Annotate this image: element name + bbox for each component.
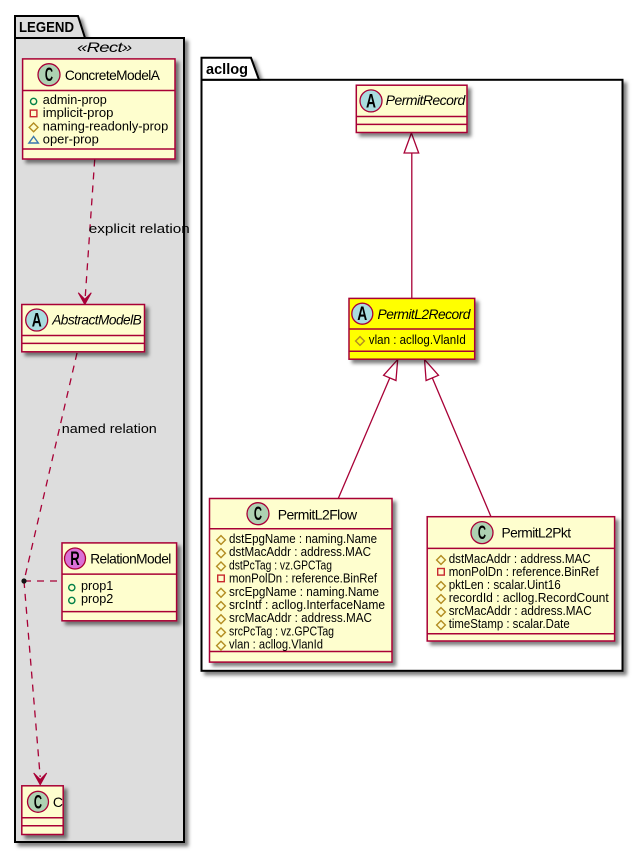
svg-text:acllog: acllog xyxy=(206,61,248,78)
svg-text:C: C xyxy=(478,523,486,544)
svg-text:dstMacAddr : address.MAC: dstMacAddr : address.MAC xyxy=(229,544,371,559)
svg-text:PermitRecord: PermitRecord xyxy=(386,92,467,108)
svg-text:srcMacAddr : address.MAC: srcMacAddr : address.MAC xyxy=(229,610,372,625)
svg-text:AbstractModelB: AbstractModelB xyxy=(51,311,141,327)
svg-text:LEGEND: LEGEND xyxy=(19,19,74,36)
svg-text:«Rect»: «Rect» xyxy=(77,39,133,55)
svg-text:C: C xyxy=(45,65,53,86)
svg-text:admin-prop: admin-prop xyxy=(43,92,107,107)
svg-text:RelationModel: RelationModel xyxy=(90,551,171,567)
svg-text:prop1: prop1 xyxy=(81,578,113,593)
svg-text:vlan : acllog.VlanId: vlan : acllog.VlanId xyxy=(229,637,323,652)
svg-text:srcMacAddr : address.MAC: srcMacAddr : address.MAC xyxy=(449,603,592,618)
svg-text:R: R xyxy=(70,549,80,570)
svg-text:named relation: named relation xyxy=(62,421,157,436)
svg-text:oper-prop: oper-prop xyxy=(43,132,99,147)
svg-text:dstMacAddr : address.MAC: dstMacAddr : address.MAC xyxy=(449,551,591,566)
svg-text:PermitL2Record: PermitL2Record xyxy=(378,306,472,322)
svg-text:ConcreteModelA: ConcreteModelA xyxy=(65,67,161,83)
svg-text:A: A xyxy=(366,91,376,112)
svg-text:srcPcTag : vz.GPCTag: srcPcTag : vz.GPCTag xyxy=(229,623,334,638)
svg-text:PermitL2Flow: PermitL2Flow xyxy=(278,507,358,523)
svg-text:vlan : acllog.VlanId: vlan : acllog.VlanId xyxy=(369,332,466,347)
svg-text:monPolDn : reference.BinRef: monPolDn : reference.BinRef xyxy=(449,564,599,579)
svg-text:timeStamp : scalar.Date: timeStamp : scalar.Date xyxy=(449,616,570,631)
svg-text:pktLen : scalar.Uint16: pktLen : scalar.Uint16 xyxy=(449,577,561,592)
svg-text:implicit-prop: implicit-prop xyxy=(43,105,114,120)
svg-text:prop2: prop2 xyxy=(81,591,113,606)
svg-text:dstEpgName : naming.Name: dstEpgName : naming.Name xyxy=(229,531,377,546)
svg-text:srcEpgName : naming.Name: srcEpgName : naming.Name xyxy=(229,584,379,599)
svg-text:recordId : acllog.RecordCount: recordId : acllog.RecordCount xyxy=(449,590,609,605)
svg-text:A: A xyxy=(32,311,42,332)
svg-text:monPolDn : reference.BinRef: monPolDn : reference.BinRef xyxy=(229,571,377,586)
svg-text:A: A xyxy=(357,304,367,325)
svg-text:dstPcTag : vz.GPCTag: dstPcTag : vz.GPCTag xyxy=(229,557,332,572)
svg-text:PermitL2Pkt: PermitL2Pkt xyxy=(502,525,572,541)
svg-text:explicit relation: explicit relation xyxy=(89,221,190,236)
svg-text:C: C xyxy=(34,792,42,813)
svg-text:srcIntf : acllog.InterfaceName: srcIntf : acllog.InterfaceName xyxy=(229,597,385,612)
svg-text:C: C xyxy=(53,794,63,810)
svg-text:naming-readonly-prop: naming-readonly-prop xyxy=(43,118,168,133)
svg-text:C: C xyxy=(254,504,262,525)
